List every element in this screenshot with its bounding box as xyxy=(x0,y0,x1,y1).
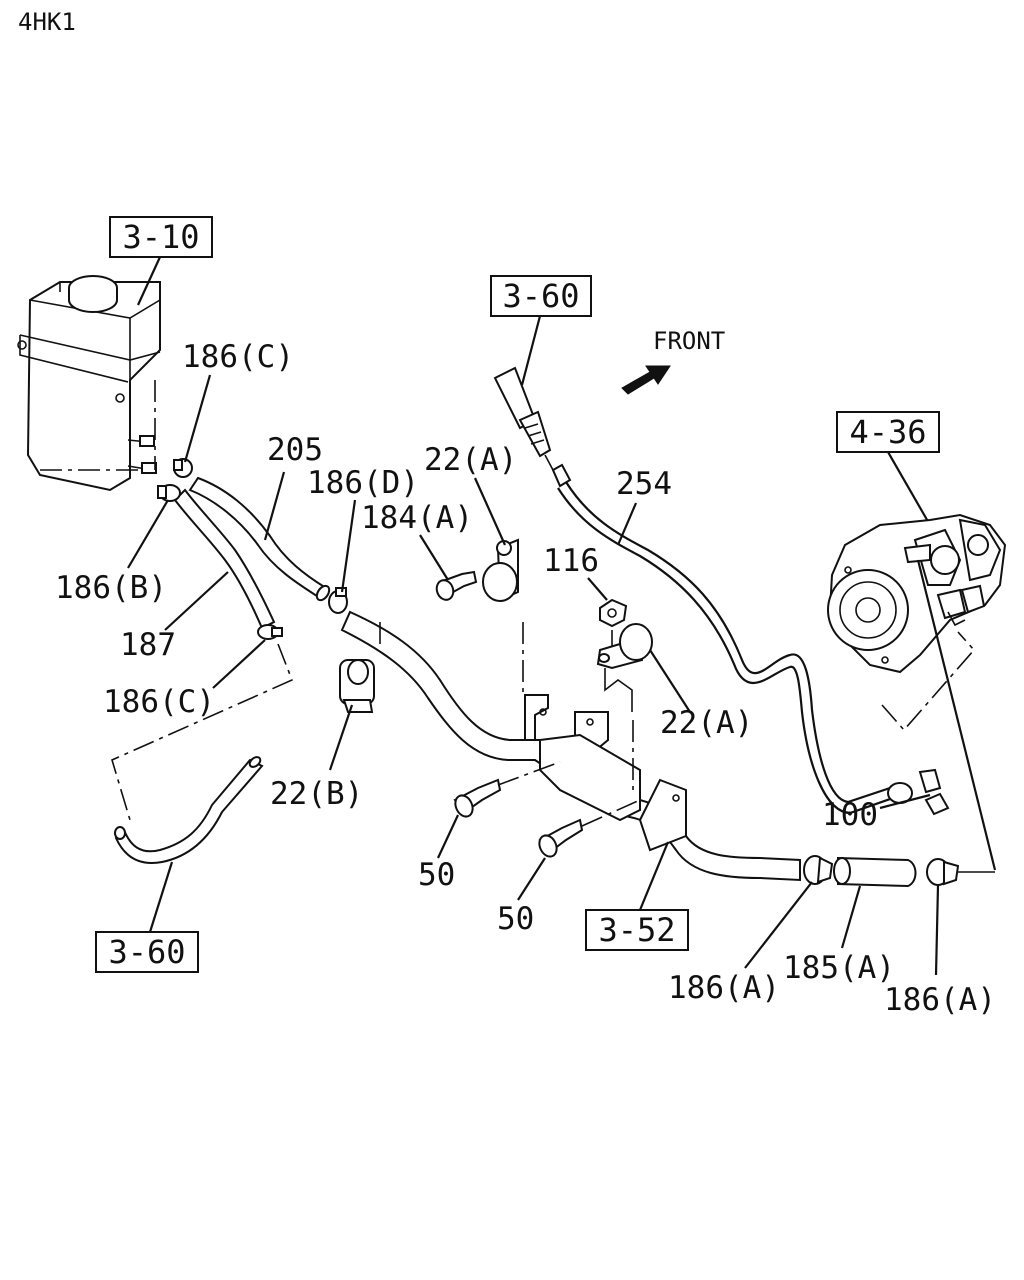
callout-187: 187 xyxy=(120,627,176,663)
fitting-100 xyxy=(887,768,950,816)
nut-116 xyxy=(599,598,628,628)
callout-116: 116 xyxy=(543,543,599,579)
callout-22b: 22(B) xyxy=(270,776,363,812)
clip-22a-upper xyxy=(482,538,519,602)
lower-pipe xyxy=(114,756,264,864)
callout-50-upper: 50 xyxy=(418,857,455,893)
clamp-186a-right xyxy=(926,858,960,886)
clip-22b xyxy=(339,659,375,713)
clamp-186d xyxy=(328,587,348,614)
return-pipe-main xyxy=(340,610,801,882)
callout-254: 254 xyxy=(616,466,672,502)
hose-205 xyxy=(188,476,331,602)
callout-184a: 184(A) xyxy=(361,500,473,536)
callout-186c-lower: 186(C) xyxy=(103,684,215,720)
bolt-50-lower xyxy=(538,818,584,858)
callout-186a-left: 186(A) xyxy=(668,970,780,1006)
bolt-50-upper xyxy=(453,778,502,818)
callout-205: 205 xyxy=(267,432,323,468)
front-arrow-icon xyxy=(621,365,671,395)
callout-22a-top: 22(A) xyxy=(424,442,517,478)
ref-label-upper-pipe: 3-60 xyxy=(502,277,579,315)
callout-186a-right: 186(A) xyxy=(884,982,996,1018)
upper-pipe-fitting xyxy=(493,366,552,458)
model-label: 4HK1 xyxy=(18,8,76,36)
ref-box-upper-pipe xyxy=(490,275,592,317)
ref-label-lower-pipe: 3-60 xyxy=(108,933,185,971)
ref-box-pump xyxy=(836,411,940,453)
ref-label-bracket: 3-52 xyxy=(598,911,675,949)
clip-22a-middle xyxy=(596,623,653,670)
ref-label-pump: 4-36 xyxy=(849,413,926,451)
reservoir-tank xyxy=(17,275,161,492)
front-label: FRONT xyxy=(653,327,725,355)
ref-box-lower-pipe xyxy=(95,931,199,973)
ref-box-tank xyxy=(109,216,213,258)
pressure-pipe-254 xyxy=(551,463,894,815)
bolt-184a xyxy=(435,570,478,601)
power-steering-pump xyxy=(827,513,1007,674)
callout-50-lower: 50 xyxy=(497,901,534,937)
callout-186c-top: 186(C) xyxy=(182,339,294,375)
clamp-186a-left xyxy=(803,855,834,885)
callout-186d: 186(D) xyxy=(307,465,419,501)
callout-185a: 185(A) xyxy=(783,950,895,986)
hose-185a xyxy=(833,856,917,888)
callout-100: 100 xyxy=(822,797,878,833)
ref-box-bracket xyxy=(585,909,689,951)
bracket-3-52 xyxy=(522,622,687,852)
clamp-186c-lower xyxy=(257,624,283,640)
ref-label-tank: 3-10 xyxy=(122,218,199,256)
clamp-186b xyxy=(157,484,181,502)
hose-187 xyxy=(173,488,276,630)
clamp-186c-top xyxy=(173,458,193,478)
callout-186b: 186(B) xyxy=(55,570,167,606)
callout-22a-middle: 22(A) xyxy=(660,705,753,741)
